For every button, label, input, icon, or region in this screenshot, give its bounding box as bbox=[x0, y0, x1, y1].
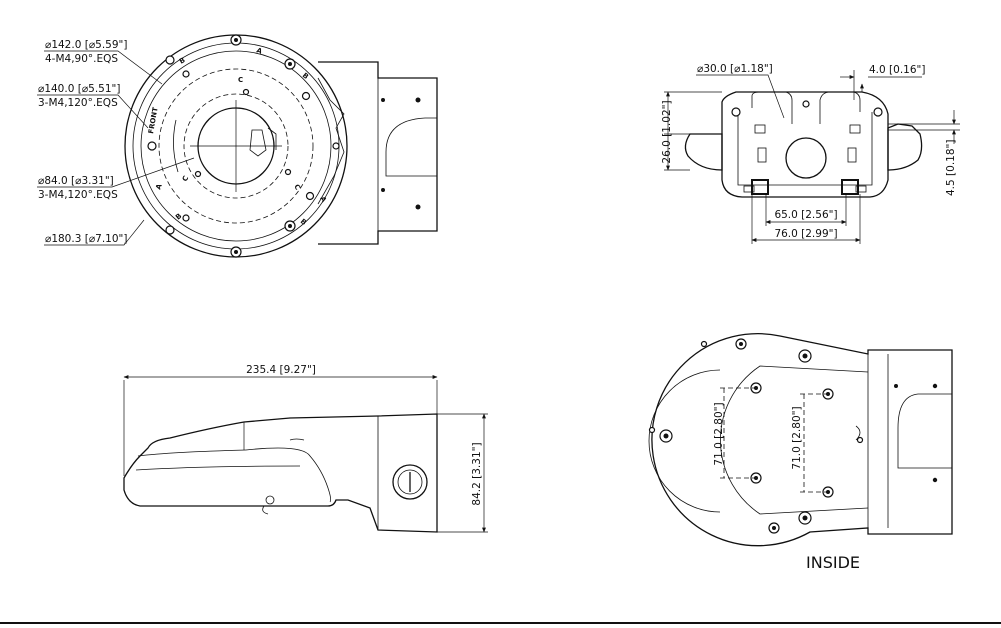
inside-view-inner-cavity bbox=[720, 365, 869, 515]
callout-m4-90: 4-M4,90°.EQS bbox=[45, 53, 118, 65]
mount-hole bbox=[242, 88, 250, 96]
dim-height-26: 26.0 [1.02"] bbox=[661, 100, 673, 163]
inside-mount-hole bbox=[856, 436, 864, 444]
top-view: A B B C C C A A B B FRONT ⌀142.0 [⌀5.59"… bbox=[37, 34, 438, 258]
dim-lip-45: 4.5 [0.18"] bbox=[945, 140, 957, 196]
dim-pitch-right: 71.0 [2.80"] bbox=[791, 406, 803, 469]
top-view-arm bbox=[318, 61, 438, 245]
dim-hole-30: ⌀30.0 [⌀1.18"] bbox=[697, 63, 773, 75]
dim-length-235: 235.4 [9.27"] bbox=[246, 364, 316, 376]
side-view-profile bbox=[123, 413, 438, 533]
inside-mount-hole bbox=[648, 426, 656, 434]
dim-width-76: 76.0 [2.99"] bbox=[774, 228, 837, 240]
hole-letter-b: B bbox=[301, 71, 310, 81]
mount-hole bbox=[182, 70, 190, 78]
mount-hole bbox=[332, 142, 340, 150]
mount-hole bbox=[305, 191, 315, 201]
callout-dia-180: ⌀180.3 [⌀7.10"] bbox=[45, 233, 127, 245]
mount-hole bbox=[165, 225, 175, 235]
mount-hole bbox=[301, 91, 311, 101]
hole-letter-c: C bbox=[238, 76, 243, 84]
end-view: ⌀30.0 [⌀1.18"] 4.0 [0.16"] 26.0 [1.02"] … bbox=[661, 63, 960, 244]
front-mark: FRONT bbox=[147, 106, 160, 134]
hole-letter-b: B bbox=[174, 212, 183, 222]
hole-letter-c: C bbox=[292, 183, 301, 191]
dim-pitch-left: 71.0 [2.80"] bbox=[713, 402, 725, 465]
mount-hole bbox=[165, 55, 175, 65]
side-view-screw bbox=[392, 464, 428, 500]
bottom-rule bbox=[0, 622, 1001, 624]
hole-letter-a: A bbox=[255, 46, 263, 56]
hole-letter-c: C bbox=[181, 175, 190, 183]
callout-dia-84: ⌀84.0 [⌀3.31"] bbox=[38, 175, 114, 187]
mount-hole bbox=[147, 141, 157, 151]
callout-dia-140: ⌀140.0 [⌀5.51"] bbox=[38, 83, 120, 95]
hole-letter-a: A bbox=[318, 195, 328, 204]
callout-m4-120b: 3-M4,120°.EQS bbox=[38, 189, 118, 201]
callout-dia-142: ⌀142.0 [⌀5.59"] bbox=[45, 39, 127, 51]
inside-mount-hole bbox=[700, 340, 708, 348]
dim-height-84: 84.2 [3.31"] bbox=[471, 442, 483, 505]
dim-width-65: 65.0 [2.56"] bbox=[774, 209, 837, 221]
dim-gap-4: 4.0 [0.16"] bbox=[869, 64, 925, 76]
mount-hole bbox=[194, 170, 202, 178]
mount-hole bbox=[284, 168, 292, 176]
inside-caption: INSIDE bbox=[806, 553, 860, 572]
hole-letter-b: B bbox=[299, 217, 308, 227]
top-view-arm-cutout bbox=[385, 117, 437, 177]
side-view: 235.4 [9.27"] 84.2 [3.31"] bbox=[123, 364, 488, 533]
end-view-body bbox=[721, 91, 889, 198]
end-view-cable-hole bbox=[785, 137, 827, 179]
hole-letter-b: B bbox=[178, 56, 187, 66]
callout-m4-120: 3-M4,120°.EQS bbox=[38, 97, 118, 109]
hole-letter-a: A bbox=[154, 182, 164, 190]
inside-view: 71.0 [2.80"] 71.0 [2.80"] INSIDE bbox=[648, 333, 953, 572]
mount-hole bbox=[182, 214, 190, 222]
